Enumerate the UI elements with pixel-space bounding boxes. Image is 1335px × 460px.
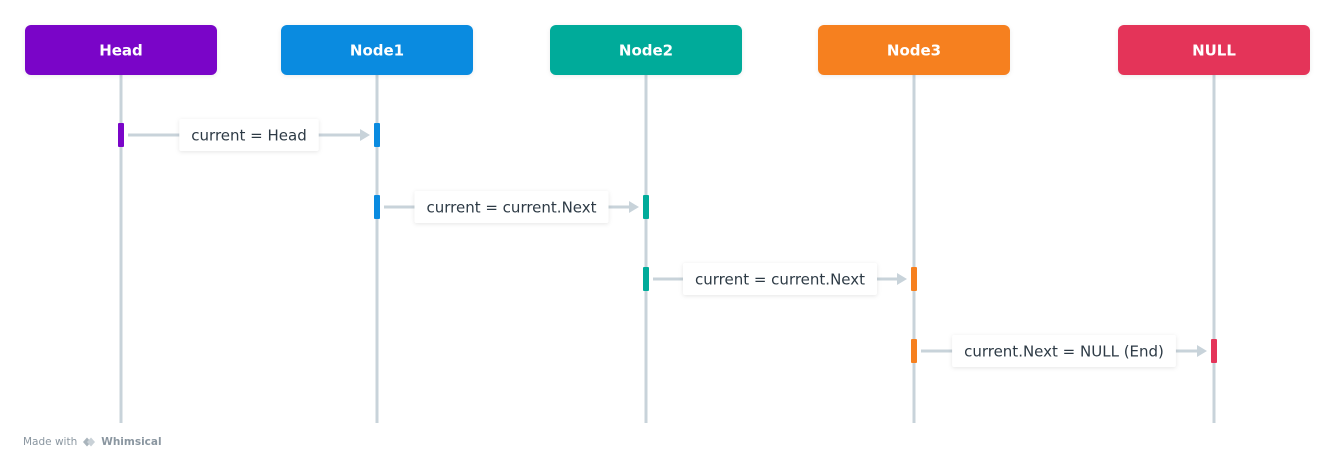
message-label: current = Head [191,127,306,145]
actor-box-null [1118,25,1310,75]
arrow-head-icon [1197,345,1207,357]
actor-label-node1: Node1 [350,42,404,60]
actor-node1[interactable]: Node1 [281,25,473,75]
activation-bar-node1 [374,195,380,219]
message-3[interactable]: current = current.Next [643,263,917,295]
actor-node2[interactable]: Node2 [550,25,742,75]
whimsical-logo-icon [83,437,96,447]
made-with-label: Made with [23,436,78,448]
message-label-bg [682,263,878,295]
actor-label-node3: Node3 [887,42,941,60]
arrow-head-icon [360,129,370,141]
actor-head[interactable]: Head [25,25,217,75]
activation-bar-head [118,123,124,147]
actor-box-node2 [550,25,742,75]
actor-label-node2: Node2 [619,42,673,60]
actor-box-node3 [818,25,1010,75]
message-label-bg [414,191,609,223]
messages: current = Head current = current.Next curr… [118,119,1217,367]
activation-bar-node2 [643,267,649,291]
footer[interactable]: Made with Whimsical [23,434,162,450]
activation-bar-node2 [643,195,649,219]
message-4[interactable]: current.Next = NULL (End) [911,335,1217,367]
activation-bar-null [1211,339,1217,363]
message-label-bg [952,335,1176,367]
message-1[interactable]: current = Head [118,119,380,151]
message-label: current = current.Next [695,271,865,289]
actor-node3[interactable]: Node3 [818,25,1010,75]
arrow-head-icon [897,273,907,285]
actor-label-head: Head [99,42,143,60]
actor-box-node1 [281,25,473,75]
message-label-bg [179,119,319,151]
message-2[interactable]: current = current.Next [374,191,649,223]
message-label: current.Next = NULL (End) [964,343,1164,361]
actors: Head Node1 Node2 Node3 NULL [25,25,1310,75]
activation-bar-node3 [911,339,917,363]
activation-bar-node1 [374,123,380,147]
actor-box-head [25,25,217,75]
whimsical-brand: Whimsical [101,436,162,448]
actor-null[interactable]: NULL [1118,25,1310,75]
arrow-head-icon [629,201,639,213]
activation-bar-node3 [911,267,917,291]
message-label: current = current.Next [426,199,596,217]
actor-label-null: NULL [1192,42,1236,60]
